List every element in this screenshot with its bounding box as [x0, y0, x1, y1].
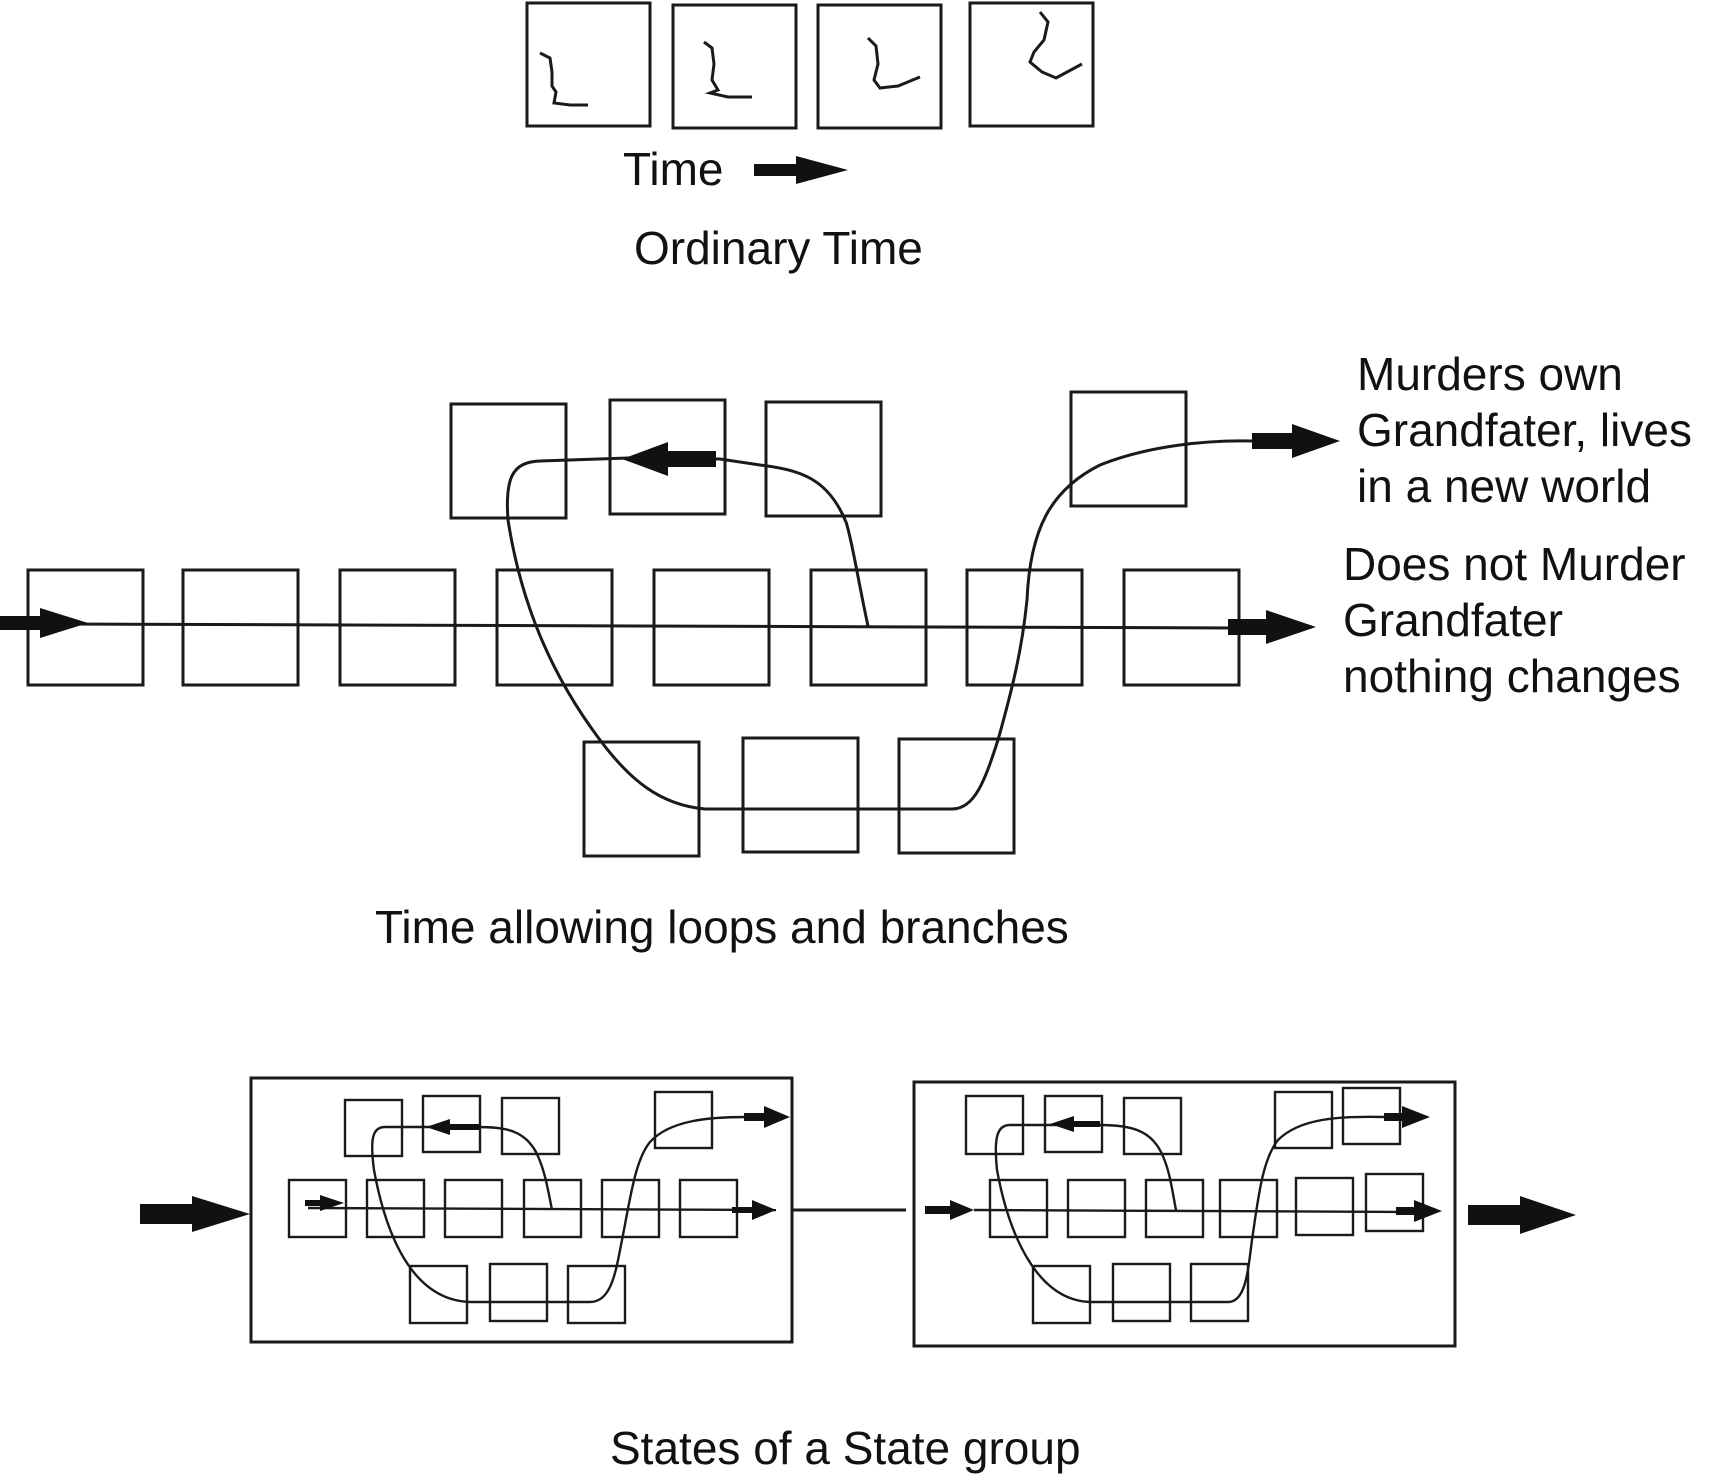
frame-3 — [816, 3, 943, 130]
ordinary-time-caption: Ordinary Time — [634, 222, 923, 274]
main-state-2 — [181, 568, 300, 687]
timeline-entry-arrow — [0, 608, 88, 638]
timeline-exit-arrow — [1228, 610, 1316, 644]
state-group-2-frame — [912, 1080, 1457, 1348]
murder-outcome-line-1: Murders own — [1357, 348, 1623, 400]
lower-state-3 — [897, 737, 1016, 855]
branch-exit-arrow — [1252, 424, 1340, 458]
state-group-caption: States of a State group — [610, 1422, 1081, 1474]
state-group-entry-arrow — [140, 1196, 250, 1232]
main-state-3 — [338, 568, 457, 687]
lower-state-2 — [741, 736, 860, 854]
figure-sketch-2 — [703, 40, 752, 99]
state-group-2 — [912, 1080, 1457, 1348]
figure-sketch-4 — [1028, 11, 1083, 80]
time-loop-path — [505, 439, 1253, 811]
no-murder-outcome-line-2: Grandfater — [1343, 594, 1563, 646]
state-group-1 — [249, 1076, 794, 1344]
main-timeline — [59, 622, 1237, 630]
figure-sketch-1 — [539, 51, 588, 107]
frame-4 — [968, 1, 1095, 128]
loops-caption: Time allowing loops and branches — [375, 901, 1069, 953]
no-murder-outcome-line-1: Does not Murder — [1343, 538, 1686, 590]
murder-outcome-line-3: in a new world — [1357, 460, 1652, 512]
figure-sketch-3 — [866, 36, 921, 90]
upper-state-2 — [608, 398, 727, 516]
frame-1 — [525, 1, 652, 128]
upper-state-4 — [1069, 390, 1188, 508]
upper-state-3 — [764, 400, 883, 518]
frame-2 — [671, 3, 798, 130]
state-group-exit-arrow — [1468, 1196, 1576, 1234]
time-arrow — [754, 156, 848, 184]
lower-state-1 — [582, 740, 701, 858]
time-label: Time — [623, 143, 724, 195]
murder-outcome-line-2: Grandfater, lives — [1357, 404, 1692, 456]
branch-diagram — [0, 390, 1340, 858]
loop-back-arrow — [622, 442, 716, 476]
ordinary-time-frames — [525, 1, 1095, 130]
no-murder-outcome-line-3: nothing changes — [1343, 650, 1681, 702]
main-state-4 — [495, 568, 614, 687]
murder-outcome-label: Murders own Grandfater, lives in a new w… — [1357, 346, 1692, 514]
no-murder-outcome-label: Does not Murder Grandfater nothing chang… — [1343, 536, 1686, 704]
